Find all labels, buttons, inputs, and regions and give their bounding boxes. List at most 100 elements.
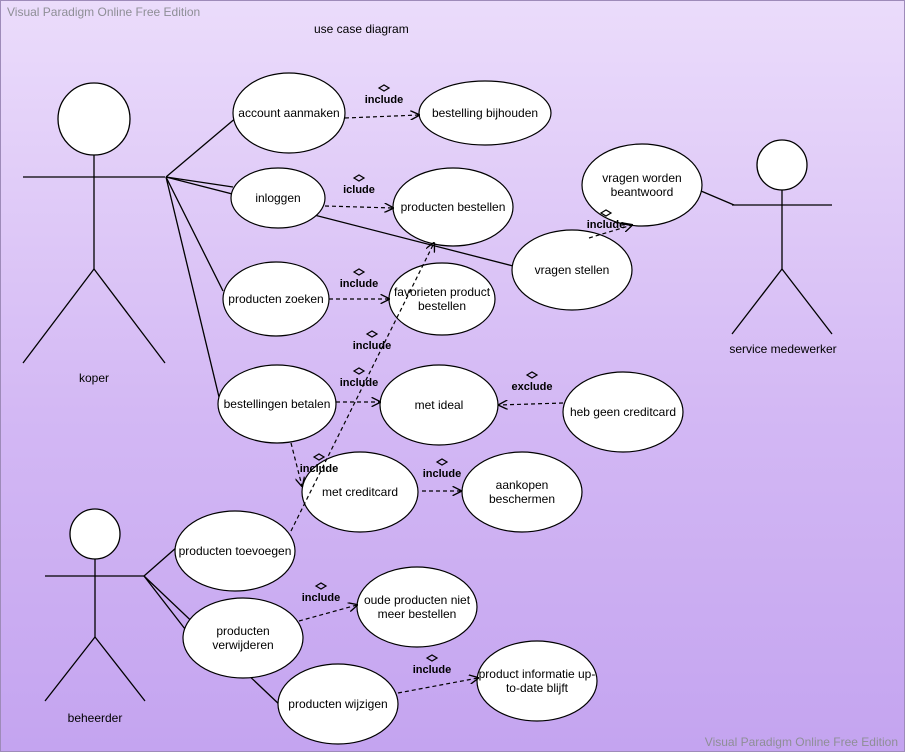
use-case-label: producten toevoegen — [179, 544, 292, 558]
dependency-arrow — [298, 605, 357, 622]
dependency-arrow — [499, 403, 564, 405]
stereotype-label: include — [587, 219, 626, 231]
use-case-ideal[interactable]: met ideal — [379, 364, 499, 446]
use-case-zoeken[interactable]: producten zoeken — [222, 261, 330, 337]
use-case-label: producten — [216, 624, 269, 638]
use-case-label: bestellen — [418, 299, 466, 313]
actor-left-leg — [44, 636, 96, 702]
use-case-inloggen[interactable]: inloggen — [230, 167, 326, 229]
association-beheerder-verwijderen[interactable] — [143, 575, 186, 630]
use-case-label: to-date blijft — [506, 681, 569, 695]
association-koper-zoeken[interactable] — [165, 176, 224, 292]
use-case-label: verwijderen — [212, 638, 273, 652]
dependency-betalen-ideal[interactable]: include — [336, 367, 380, 402]
use-case-label: producten wijzigen — [288, 697, 387, 711]
actor-left-leg — [731, 268, 783, 335]
use-case-label: producten bestellen — [401, 200, 506, 214]
use-case-label: bestelling bijhouden — [432, 106, 538, 120]
use-case-label: met creditcard — [322, 485, 398, 499]
use-case-label: vragen stellen — [535, 263, 610, 277]
use-case-ellipse — [232, 72, 346, 154]
actor-head — [756, 139, 808, 191]
dependency-geencreditcard-ideal[interactable]: exclude — [499, 371, 564, 405]
stereotype-label: include — [365, 94, 404, 106]
use-case-ellipse — [182, 597, 304, 679]
association-koper-vragenstellen[interactable] — [165, 176, 518, 268]
dependency-vragenstellen-vragenworden[interactable]: include — [587, 209, 632, 239]
association-koper-account[interactable] — [165, 116, 238, 178]
dependency-betalen-creditcard[interactable]: include — [290, 442, 339, 486]
association-beheerder-toevoegen[interactable] — [143, 546, 178, 577]
dependency-toevoegen-bestellen[interactable]: include — [290, 243, 434, 532]
use-case-label: meer bestellen — [378, 607, 457, 621]
use-case-ellipse — [277, 663, 399, 745]
stereotype-label: include — [300, 463, 339, 475]
use-case-creditcard[interactable]: met creditcard — [301, 451, 419, 533]
association-koper-inloggen[interactable] — [165, 176, 234, 188]
use-case-ellipse — [562, 371, 684, 453]
stereotype-label: include — [340, 278, 379, 290]
stereotype-diamond-icon — [365, 330, 379, 338]
use-case-vragenstellen[interactable]: vragen stellen — [511, 229, 633, 311]
actor-beheerder[interactable]: beheerder — [44, 508, 146, 725]
diagram-title: use case diagram — [314, 22, 409, 36]
dependency-arrow — [290, 442, 302, 486]
dependency-inloggen-bestellen[interactable]: iclude — [324, 174, 393, 208]
actor-koper[interactable]: koper — [22, 82, 166, 385]
dependency-zoeken-favorieten[interactable]: include — [329, 268, 389, 299]
use-case-uptodate[interactable]: product informatie up-to-date blijft — [476, 640, 598, 722]
dependency-creditcard-beschermen[interactable]: include — [422, 458, 462, 491]
use-case-account[interactable]: account aanmaken — [232, 72, 346, 154]
use-case-ellipse — [301, 451, 419, 533]
stereotype-label: iclude — [343, 184, 375, 196]
use-case-ellipse — [217, 364, 337, 444]
stereotype-label: include — [413, 664, 452, 676]
actor-service[interactable]: service medewerker — [729, 139, 837, 356]
use-case-label: vragen worden — [602, 171, 681, 185]
use-case-bestellen[interactable]: producten bestellen — [392, 167, 514, 247]
stereotype-diamond-icon — [425, 654, 439, 662]
actor-left-leg — [22, 268, 95, 364]
stereotype-diamond-icon — [352, 174, 366, 182]
dependency-arrow — [344, 115, 419, 118]
use-case-betalen[interactable]: bestellingen betalen — [217, 364, 337, 444]
use-case-label: inloggen — [255, 191, 300, 205]
dependency-arrow — [290, 243, 434, 532]
use-case-label: beantwoord — [611, 185, 674, 199]
stereotype-label: exclude — [512, 381, 553, 393]
actor-head — [57, 82, 131, 156]
use-case-geencreditcard[interactable]: heb geen creditcard — [562, 371, 684, 453]
actor-right-leg — [781, 268, 833, 335]
stereotype-label: include — [340, 377, 379, 389]
use-case-bijhouden[interactable]: bestelling bijhouden — [418, 80, 552, 146]
use-case-label: favorieten product — [394, 285, 491, 299]
dependency-wijzigen-uptodate[interactable]: include — [397, 654, 478, 694]
stereotype-diamond-icon — [314, 582, 328, 590]
use-case-label: beschermen — [489, 492, 555, 506]
use-case-label: met ideal — [415, 398, 464, 412]
use-case-ellipse — [461, 451, 583, 533]
stereotype-diamond-icon — [377, 84, 391, 92]
use-case-toevoegen[interactable]: producten toevoegen — [174, 510, 296, 592]
stereotype-diamond-icon — [525, 371, 539, 379]
association-service-vragenworden[interactable] — [700, 190, 735, 206]
actor-label: service medewerker — [729, 342, 836, 356]
actor-right-leg — [94, 636, 146, 702]
dependency-verwijderen-oude[interactable]: include — [298, 582, 357, 622]
stereotype-label: include — [423, 468, 462, 480]
stereotype-label: include — [353, 340, 392, 352]
use-case-ellipse — [511, 229, 633, 311]
dependency-account-bijhouden[interactable]: include — [344, 84, 419, 118]
use-case-wijzigen[interactable]: producten wijzigen — [277, 663, 399, 745]
use-case-label: producten zoeken — [228, 292, 323, 306]
use-case-label: product informatie up- — [479, 667, 596, 681]
association-koper-betalen[interactable] — [165, 176, 220, 398]
watermark-bottom: Visual Paradigm Online Free Edition — [704, 735, 898, 749]
